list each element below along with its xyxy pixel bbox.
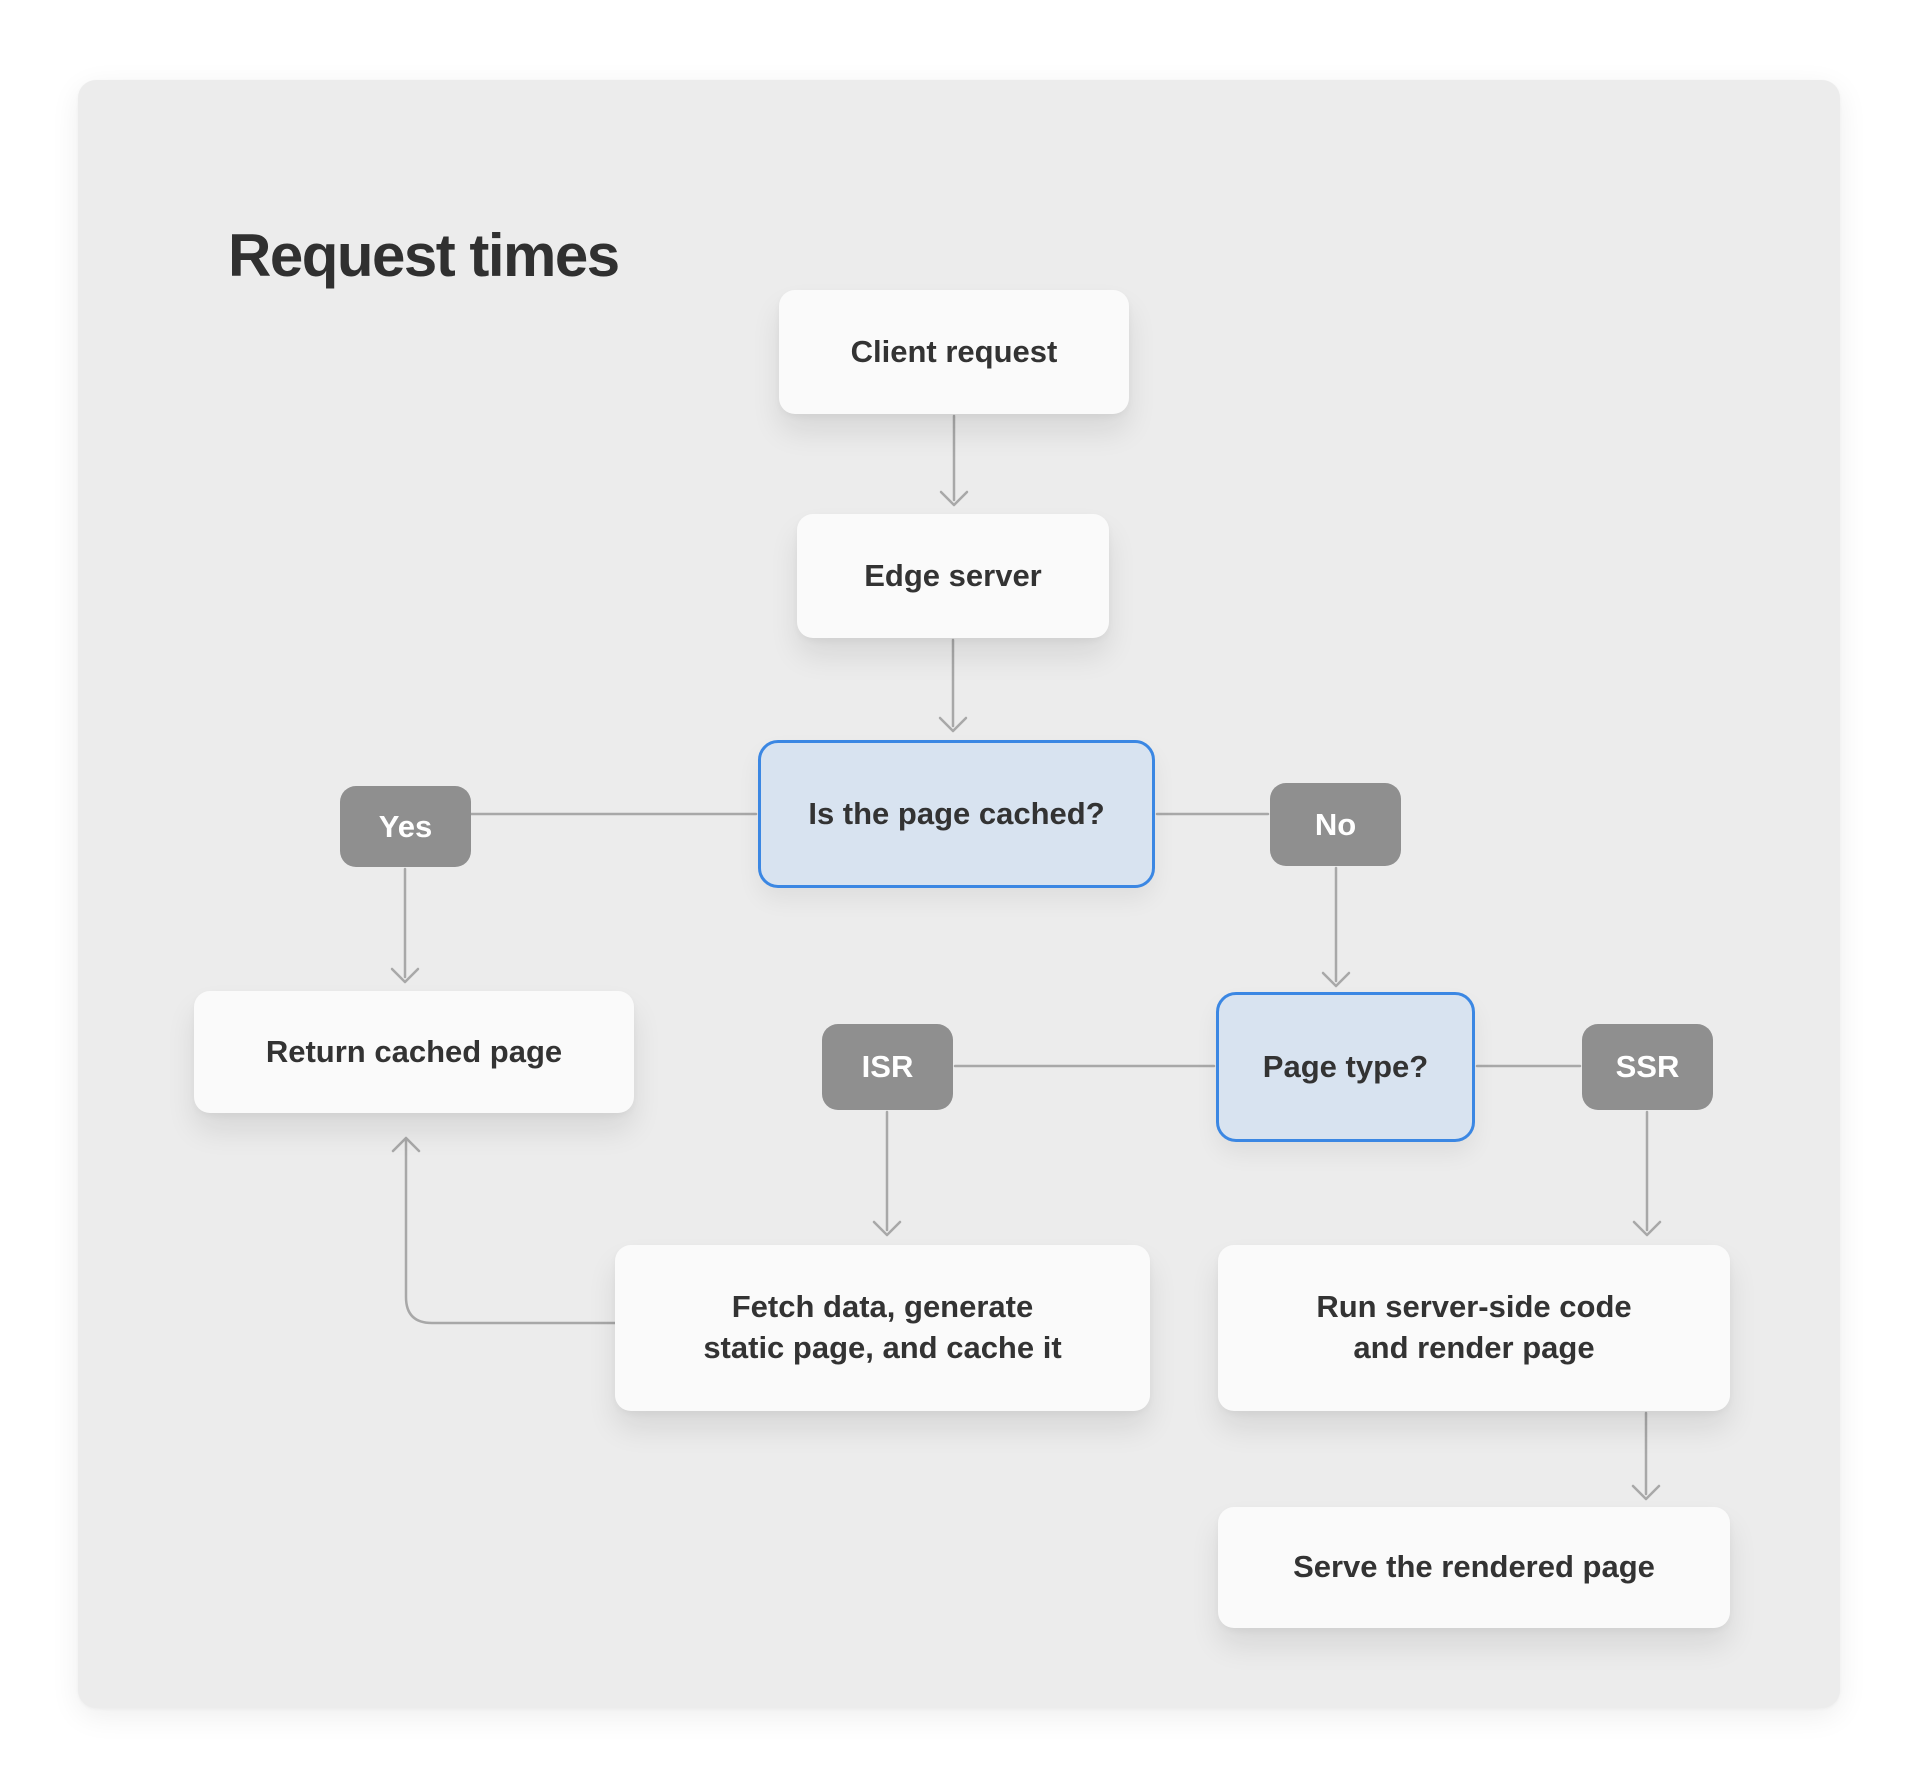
node-run-server-side: Run server-side code and render page — [1218, 1245, 1730, 1411]
label-isr: ISR — [822, 1024, 953, 1110]
label-ssr: SSR — [1582, 1024, 1713, 1110]
node-client-request: Client request — [779, 290, 1129, 414]
node-edge-server: Edge server — [797, 514, 1109, 638]
node-is-page-cached: Is the page cached? — [758, 740, 1155, 888]
node-page-type: Page type? — [1216, 992, 1475, 1142]
node-fetch-generate-cache: Fetch data, generate static page, and ca… — [615, 1245, 1150, 1411]
node-return-cached-page: Return cached page — [194, 991, 634, 1113]
page-title: Request times — [228, 222, 620, 289]
label-yes: Yes — [340, 786, 471, 867]
label-no: No — [1270, 783, 1401, 866]
node-serve-rendered-page: Serve the rendered page — [1218, 1507, 1730, 1628]
